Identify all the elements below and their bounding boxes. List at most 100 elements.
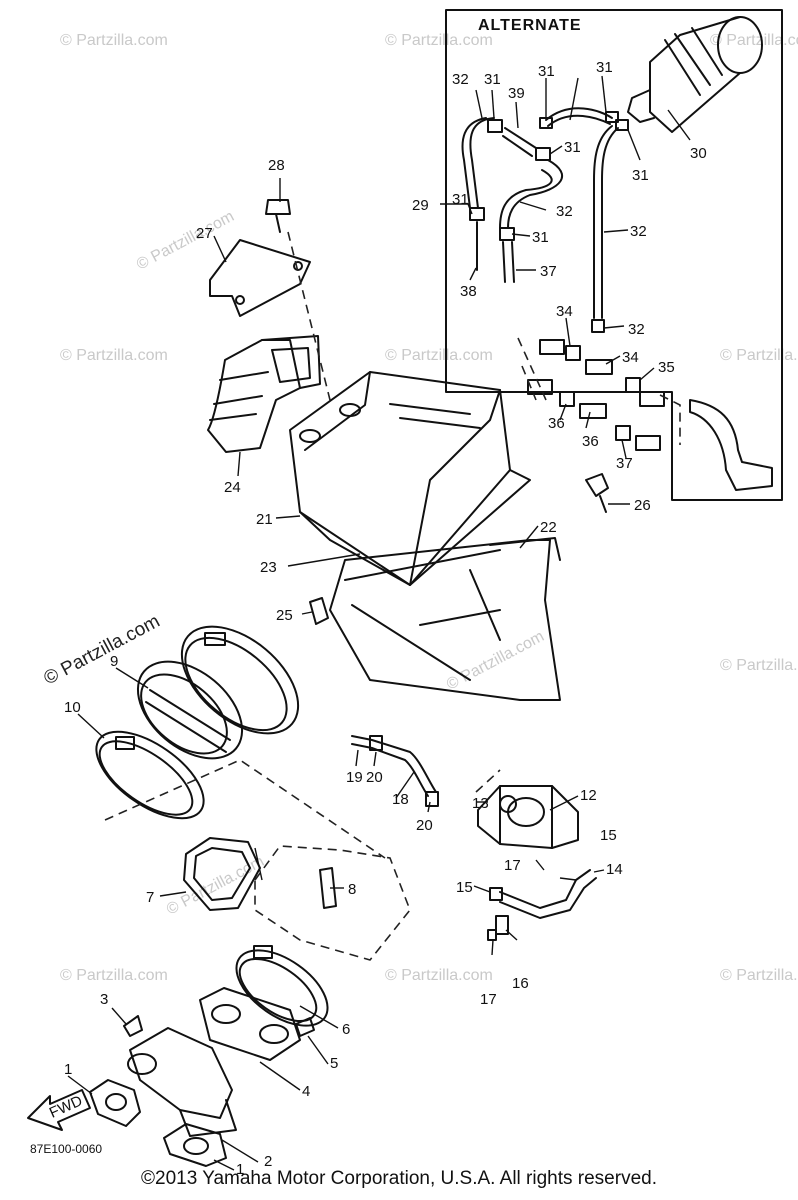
callout-27: 27: [196, 225, 213, 242]
callout-29: 29: [412, 197, 429, 214]
callout-31: 31: [564, 139, 581, 156]
fuel-hoses-32: [461, 107, 629, 333]
callout-2: 2: [264, 1153, 272, 1170]
watermark: © Partzilla.com: [60, 32, 168, 49]
drawing-code: 87E100-0060: [30, 1142, 103, 1156]
watermark: © Partzilla.com: [720, 967, 798, 984]
watermark: © Partzilla.com: [385, 347, 493, 364]
intake-silencer: [289, 371, 561, 701]
callout-15: 15: [456, 879, 473, 896]
callout-31: 31: [532, 229, 549, 246]
callout-31: 31: [596, 59, 613, 76]
watermark: © Partzilla.com: [720, 657, 798, 674]
fuel-filter-30: [627, 16, 763, 133]
carburetor-outline: [254, 845, 411, 961]
callout-20: 20: [416, 817, 433, 834]
callout-30: 30: [690, 145, 707, 162]
fuel-tank-outline: [689, 399, 773, 491]
manifold-2: [127, 1027, 237, 1137]
callout-28: 28: [268, 157, 285, 174]
hose-18: [351, 735, 439, 807]
callout-36: 37: [616, 455, 633, 472]
callout-23: 23: [260, 559, 277, 576]
clamp-11: [180, 625, 300, 735]
callout-31: 31: [452, 191, 469, 208]
callout-numbers: 1 1 2 3 4 5 6 7 8 9 10 12 13 14 15 15 16…: [64, 0, 707, 1178]
watermark: © Partzilla.com: [710, 32, 798, 49]
clamp-10: [95, 730, 205, 820]
callout-21: 21: [256, 511, 273, 528]
watermark: © Partzilla.com: [385, 967, 493, 984]
callout-20: 20: [366, 769, 383, 786]
callout-33: 34: [622, 349, 639, 366]
watermark: © Partzilla.com: [720, 347, 798, 364]
callout-31: 31: [484, 71, 501, 88]
callout-16: 16: [512, 975, 529, 992]
callout-31: 32: [628, 321, 645, 338]
reed-valve-4: [199, 987, 301, 1061]
callout-32: 33: [436, 0, 453, 4]
watermark: © Partzilla.com: [444, 628, 547, 694]
callout-8: 8: [348, 881, 356, 898]
bolt-26: [585, 473, 609, 513]
cover-7: [183, 837, 261, 911]
callout-17: 17: [504, 857, 521, 874]
callout-14: 14: [606, 861, 623, 878]
alternate-box-outline: [445, 9, 783, 501]
bolt-25: [309, 597, 329, 625]
bolt-5: [295, 1017, 315, 1037]
guide-line: [104, 759, 386, 859]
callout-19: 19: [346, 769, 363, 786]
callout-31: 31: [538, 63, 555, 80]
fwd-label: FWD: [47, 1092, 85, 1121]
callout-3: 3: [100, 991, 108, 1008]
callout-26: 26: [634, 497, 651, 514]
callout-7: 7: [146, 889, 154, 906]
hoses-14-16: [487, 869, 597, 941]
watermark-large: © Partzilla.com: [40, 611, 163, 690]
callout-6: 6: [342, 1021, 350, 1038]
callout-34: 35: [658, 359, 675, 376]
clamp-6: [235, 945, 329, 1027]
callout-37: 38: [460, 283, 477, 300]
callout-24: 24: [224, 479, 241, 496]
callout-37: 37: [540, 263, 557, 280]
callout-32: 32: [452, 71, 469, 88]
callout-5: 5: [330, 1055, 338, 1072]
callout-38: 39: [508, 85, 525, 102]
callout-31: 31: [632, 167, 649, 184]
bolt-3: [123, 1015, 143, 1037]
callout-13: 13: [472, 795, 489, 812]
callout-18: 18: [392, 791, 409, 808]
callout-9: 9: [110, 653, 118, 670]
intake-duct-24: [207, 335, 321, 453]
watermark: © Partzilla.com: [60, 347, 168, 364]
fuel-fittings-33-36: [517, 337, 681, 451]
callout-10: 10: [64, 699, 81, 716]
air-joint-9: [136, 660, 244, 760]
fuel-pump-12: [475, 769, 579, 849]
callout-15: 15: [600, 827, 617, 844]
callout-1: 1: [64, 1061, 72, 1078]
watermark: © Partzilla.com: [60, 967, 168, 984]
callout-32: 32: [630, 223, 647, 240]
bracket-27: [209, 239, 311, 317]
callout-32: 32: [556, 203, 573, 220]
callout-4: 4: [302, 1083, 310, 1100]
callout-36: 36: [548, 415, 565, 432]
gasket-1: [89, 1079, 227, 1167]
watermark-layer: © Partzilla.com © Partzilla.com © Partzi…: [40, 32, 798, 984]
callout-1: 1: [236, 1161, 244, 1178]
callout-12: 12: [580, 787, 597, 804]
callout-35: 36: [582, 433, 599, 450]
watermark: © Partzilla.com: [385, 32, 493, 49]
callout-25: 25: [276, 607, 293, 624]
fwd-arrow-icon: FWD: [27, 1089, 91, 1131]
bolt-28: [265, 199, 291, 233]
callout-34: 34: [556, 303, 573, 320]
callout-22: 22: [540, 519, 557, 536]
leader-lines: [67, 75, 691, 1171]
alternate-label: ALTERNATE: [478, 17, 582, 34]
callout-17: 17: [480, 991, 497, 1008]
